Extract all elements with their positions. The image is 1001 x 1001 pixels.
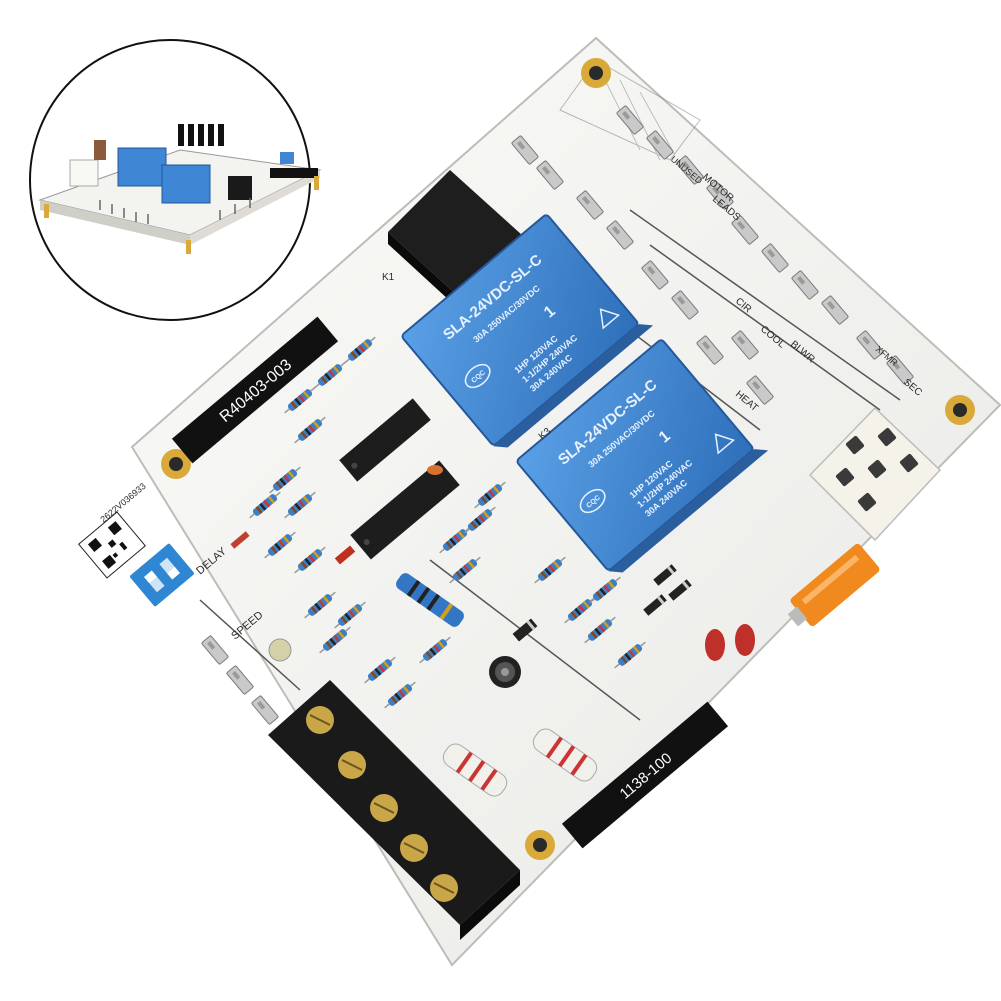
inset-block <box>228 176 252 200</box>
serial-number: 2622V036933 <box>98 481 147 525</box>
serial-text: 2622V036933 <box>98 481 147 525</box>
screw-terminal-block <box>268 680 520 940</box>
qr-sticker <box>78 511 146 579</box>
terminal-screw <box>338 751 366 779</box>
dip-switch <box>130 543 194 607</box>
inset-connector <box>69 159 99 187</box>
relay-k3: SLA-24VDC-SL-C 30A 250VAC/30VDC CQC 1 1H… <box>516 339 769 573</box>
warning-triangle-icon <box>714 433 736 455</box>
led-indicator <box>268 638 292 662</box>
power-connector <box>808 406 942 542</box>
terminal-screw <box>400 834 428 862</box>
relay-k2: SLA-24VDC-SL-C 30A 250VAC/30VDC CQC 1 1H… <box>401 214 654 448</box>
inset-relay <box>161 164 211 204</box>
power-resistor <box>396 573 464 627</box>
inset-black-strip <box>270 168 318 178</box>
inset-standoffs <box>44 176 319 254</box>
mounting-hole <box>161 449 191 479</box>
inset-heatsink <box>178 124 224 146</box>
inset-brown-part <box>94 140 106 160</box>
inset-thumbnail <box>29 39 322 321</box>
blade-fuse <box>787 543 880 627</box>
electrolytic-capacitor <box>489 656 521 688</box>
terminal-screw <box>306 706 334 734</box>
mounting-hole <box>945 395 975 425</box>
inset-relay <box>117 147 167 187</box>
warning-triangle-icon <box>599 308 621 330</box>
diode-array <box>230 531 692 642</box>
mounting-hole <box>581 58 611 88</box>
terminal-screw <box>370 794 398 822</box>
ceramic-resistors <box>442 728 598 797</box>
inset-board <box>38 124 322 254</box>
k1-label: K1 <box>382 272 395 283</box>
ic-chip <box>339 398 431 482</box>
mounting-holes <box>161 58 975 860</box>
inset-blue-chip <box>280 152 294 164</box>
terminal-screw <box>430 874 458 902</box>
mounting-hole <box>525 830 555 860</box>
red-capacitors <box>427 465 755 661</box>
ic-chip <box>350 460 460 560</box>
inset-pins <box>99 198 251 224</box>
